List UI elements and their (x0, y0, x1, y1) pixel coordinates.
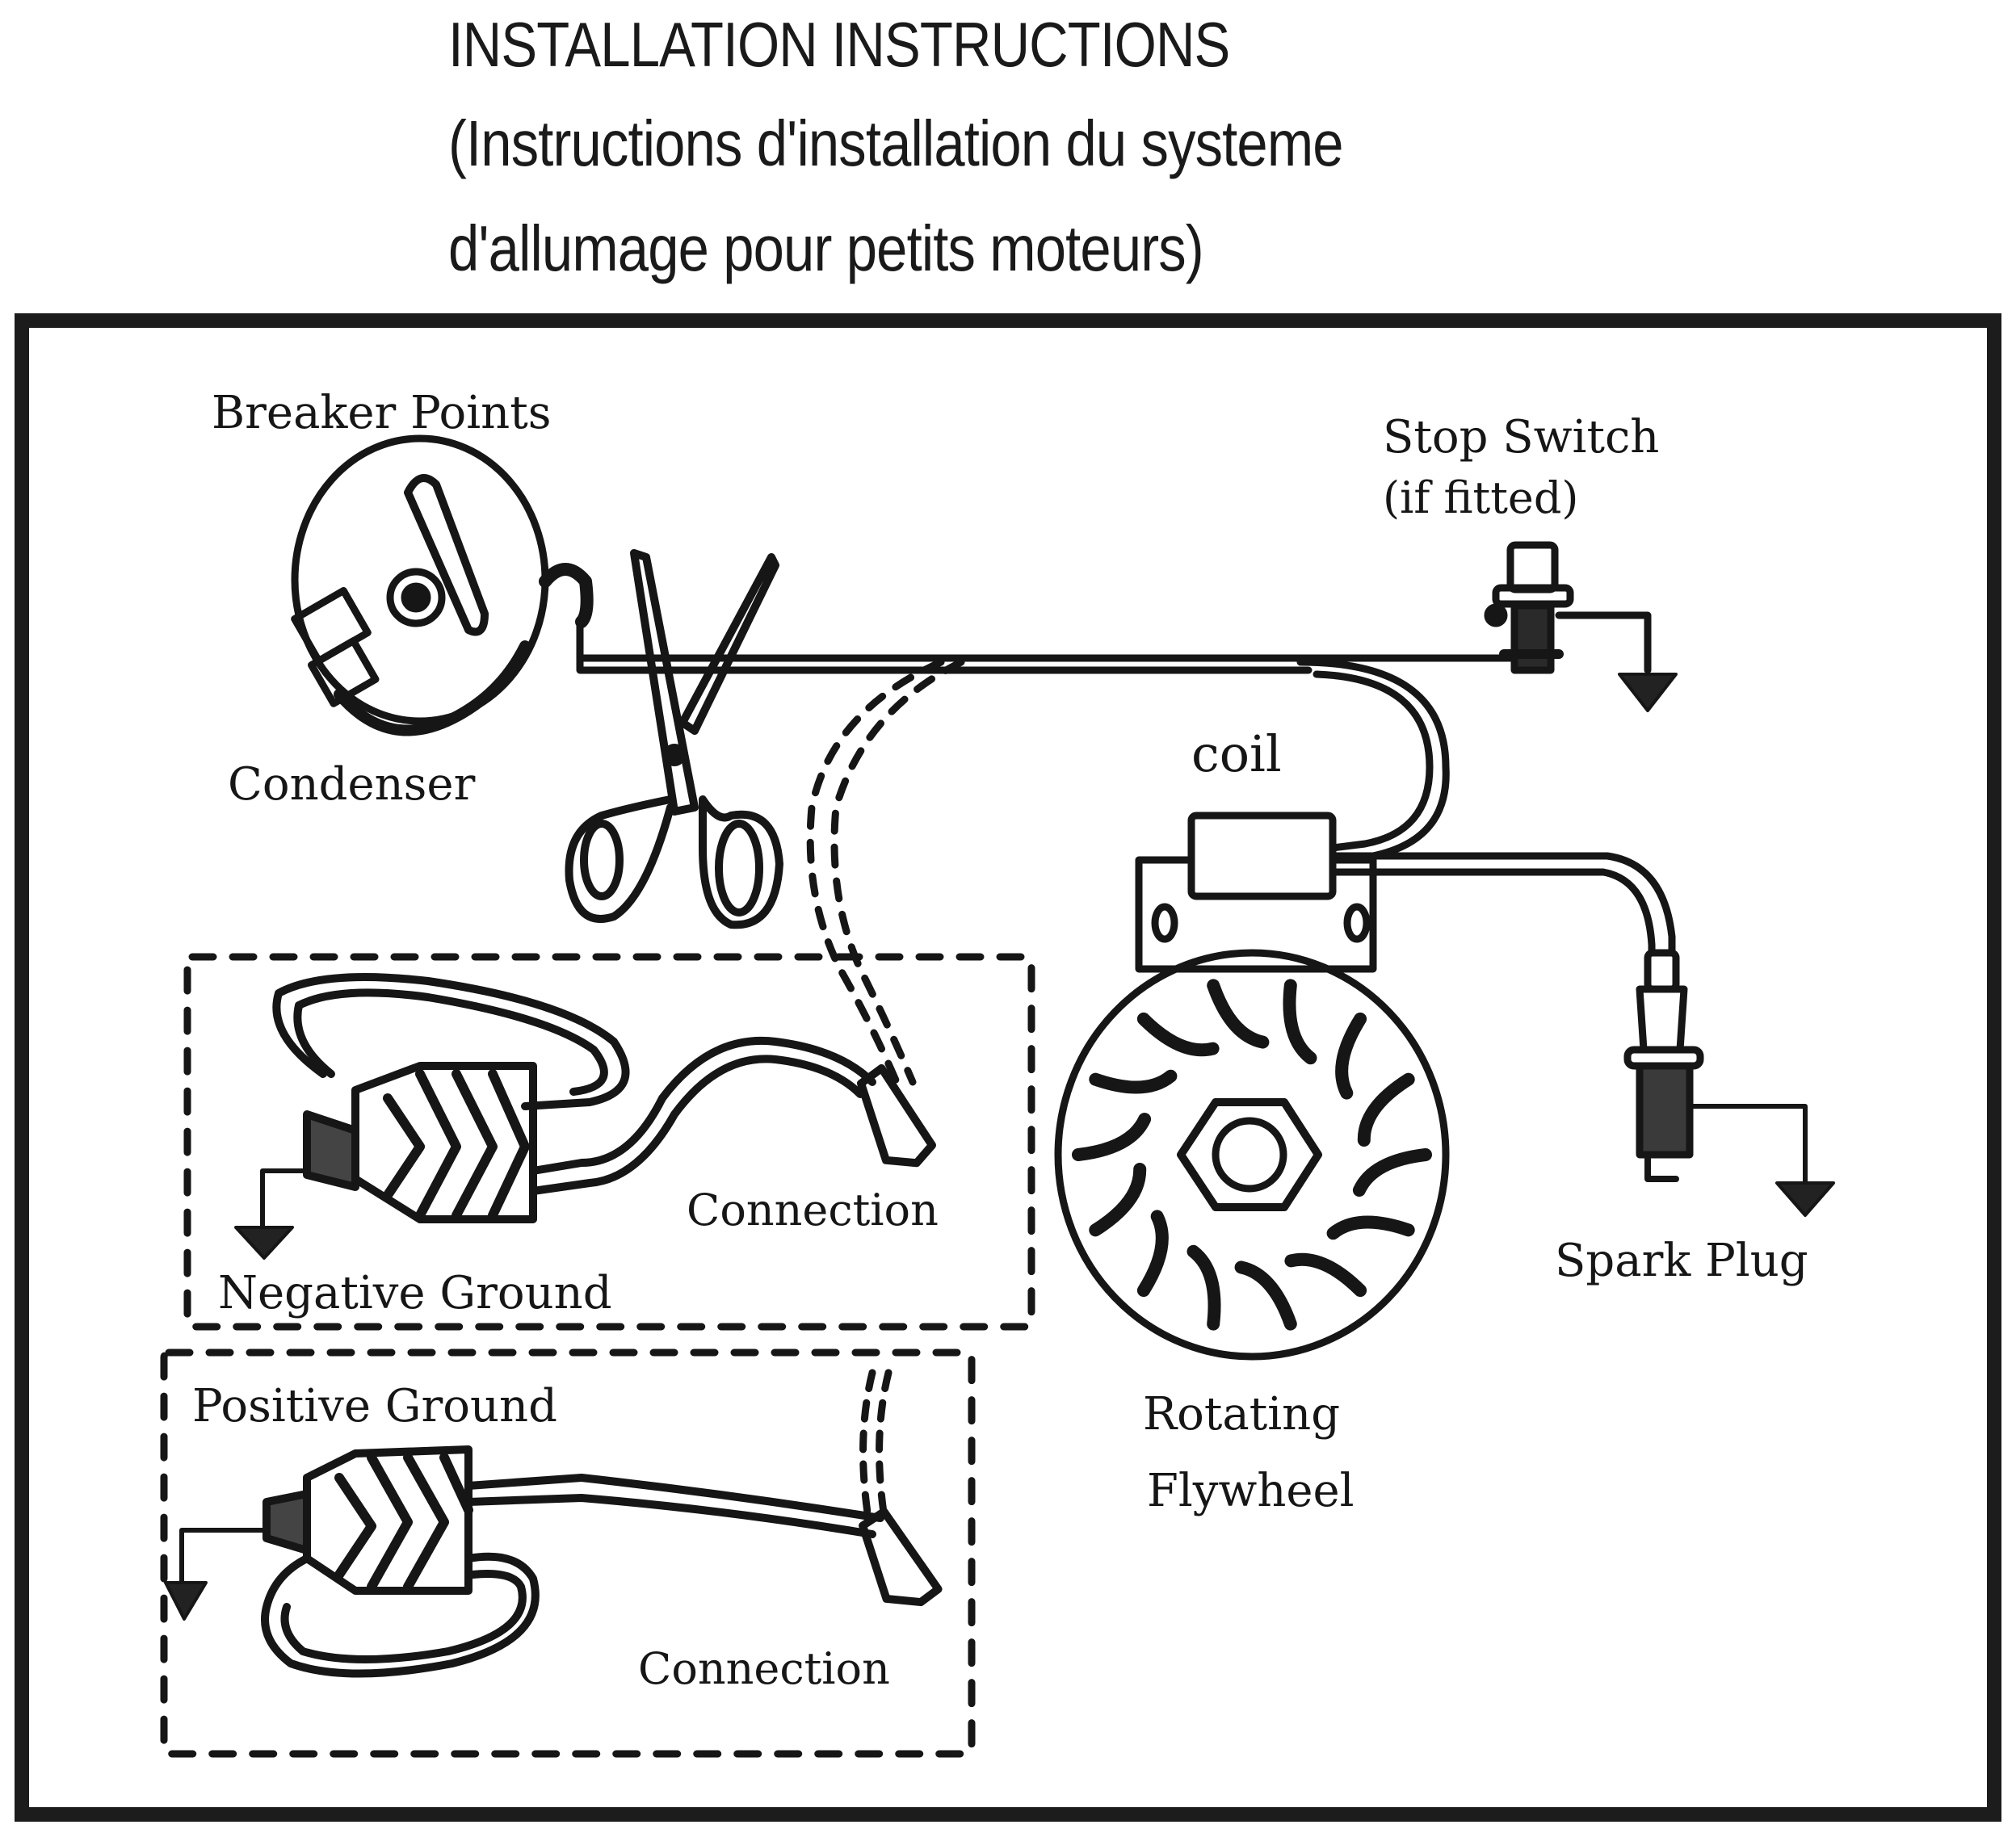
label-stop-switch-note: (if fitted) (1383, 472, 1579, 523)
flywheel-fin (1357, 1072, 1415, 1147)
scissors-icon (565, 549, 783, 929)
flywheel-fin (1326, 1215, 1415, 1240)
stop-switch-icon (1484, 541, 1652, 674)
flywheel-fin (1089, 1163, 1147, 1237)
coil-icon (1135, 812, 1377, 973)
flywheel-fin (1234, 1260, 1297, 1331)
label-rotating: Rotating (1143, 1388, 1340, 1441)
flywheel-fin (1352, 1148, 1432, 1197)
label-stop-switch: Stop Switch (1383, 411, 1659, 463)
page-title: INSTALLATION INSTRUCTIONS (448, 9, 1230, 80)
flywheel-fin (1089, 1069, 1178, 1094)
flywheel-fin (1072, 1113, 1152, 1161)
label-negative-ground: Negative Ground (218, 1267, 612, 1319)
flywheel-icon (1054, 949, 1450, 1361)
ignition-module-negative-icon (272, 973, 936, 1223)
label-negative-connection: Connection (687, 1185, 939, 1235)
label-breaker-points: Breaker Points (212, 387, 551, 439)
flywheel-fin (1136, 1012, 1220, 1057)
label-condenser: Condenser (228, 758, 476, 811)
spark-plug-icon (1623, 949, 1704, 1182)
flywheel-fin (1136, 1210, 1169, 1298)
label-coil: coil (1191, 724, 1282, 783)
label-spark-plug: Spark Plug (1555, 1235, 1808, 1287)
flywheel-fins (1072, 979, 1432, 1331)
label-flywheel: Flywheel (1147, 1465, 1354, 1517)
diagram-frame (15, 313, 2001, 1822)
page-subtitle-line-2: d'allumage pour petits moteurs) (448, 212, 1204, 284)
flywheel-fin (1186, 1244, 1221, 1331)
ht-lead (1329, 852, 1676, 957)
dashed-wire-positive (859, 1369, 892, 1522)
dashed-wire-negative (806, 658, 965, 1086)
negative-ground-box (183, 953, 1035, 1331)
flywheel-fin (1207, 979, 1270, 1049)
flywheel-fin (1283, 979, 1317, 1065)
flywheel-fin (1284, 1252, 1367, 1298)
ground-symbol-spark-plug (1670, 1104, 1835, 1217)
flywheel-fin (1335, 1012, 1367, 1100)
coil-wire (1296, 658, 1450, 864)
label-positive-ground: Positive Ground (192, 1380, 557, 1432)
ignition-module-positive-icon (261, 1445, 943, 1678)
label-positive-connection: Connection (638, 1643, 890, 1694)
breaker-points-icon (291, 434, 594, 736)
page-subtitle-line-1: (Instructions d'installation du systeme (448, 107, 1344, 179)
ground-symbol-negative (234, 1168, 321, 1260)
ground-symbol-stop-switch (1618, 673, 1678, 712)
